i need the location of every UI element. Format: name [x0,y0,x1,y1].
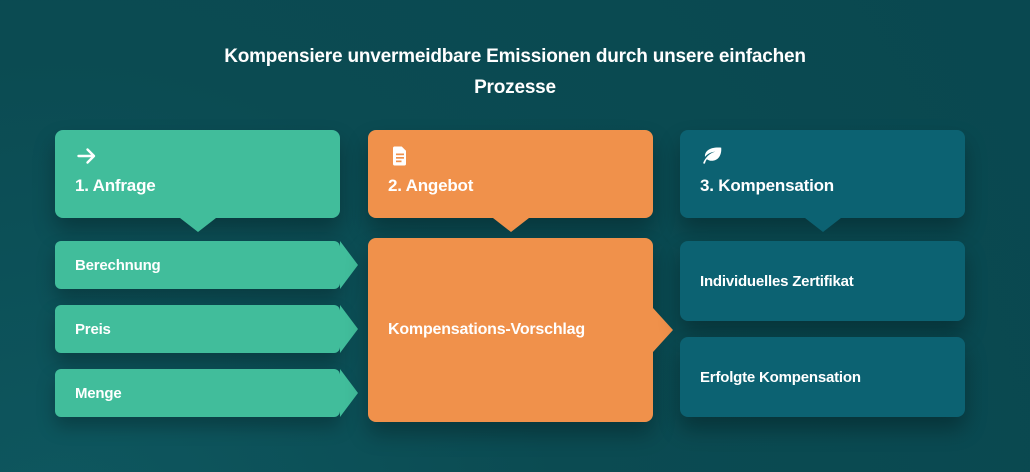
process-item-label: Kompensations-Vorschlag [388,321,585,338]
process-item-label: Erfolgte Kompensation [700,368,861,386]
page-title-line-1: Kompensiere unvermeidbare Emissionen dur… [224,45,806,67]
document-icon [393,146,406,166]
process-item-individuelles-zertifikat: Individuelles Zertifikat [680,241,965,321]
process-item-label: Preis [75,320,111,338]
process-item-label: Berechnung [75,256,161,274]
arrow-right-icon [77,148,96,164]
step-card-angebot: 2. Angebot [368,130,653,218]
step-card-anfrage: 1. Anfrage [55,130,340,218]
page-title-line-2: Prozesse [474,76,556,98]
step-label: 1. Anfrage [75,176,156,195]
process-item-preis: Preis [55,305,358,353]
process-item-menge: Menge [55,369,358,417]
process-item-berechnung: Berechnung [55,241,358,289]
step-card-kompensation: 3. Kompensation [680,130,965,218]
step-label: 3. Kompensation [700,176,834,195]
process-item-label: Individuelles Zertifikat [700,272,854,290]
page-title: Kompensiere unvermeidbare Emissionen dur… [0,41,1030,103]
step-label: 2. Angebot [388,176,474,195]
process-item-label: Menge [75,384,122,402]
process-item-kompensations-vorschlag: Kompensations-Vorschlag [368,238,653,422]
leaf-icon [703,147,722,164]
process-item-erfolgte-kompensation: Erfolgte Kompensation [680,337,965,417]
